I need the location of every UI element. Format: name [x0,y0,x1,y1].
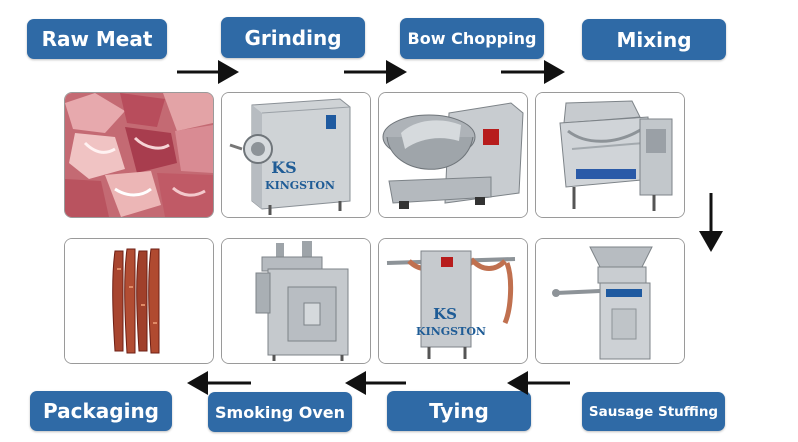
step-label-sausage-stuffing: Sausage Stuffing [582,392,725,431]
step-label-bow-chopping: Bow Chopping [400,18,544,59]
step-label-grinding: Grinding [221,17,365,58]
step-label-raw-meat: Raw Meat [27,19,167,59]
sausage-stuffer-photo [535,238,685,364]
step-label-tying: Tying [387,391,531,431]
bowl-chopper-photo [378,92,528,218]
ks-logo: KS [271,158,296,177]
step-label-packaging: Packaging [30,391,172,431]
kingston-watermark: KINGSTON [265,179,335,192]
kingston-watermark-2: KINGSTON [416,325,486,338]
ks-logo-2: KS [433,305,457,323]
mixer-photo [535,92,685,218]
raw-meat-photo [64,92,214,218]
step-label-mixing: Mixing [582,19,726,60]
tying-machine-photo: KS KINGSTON [378,238,528,364]
smoking-oven-photo [221,238,371,364]
packaged-sausages-photo [64,238,214,364]
grinder-photo: KS KINGSTON [221,92,371,218]
step-label-smoking-oven: Smoking Oven [208,392,352,432]
